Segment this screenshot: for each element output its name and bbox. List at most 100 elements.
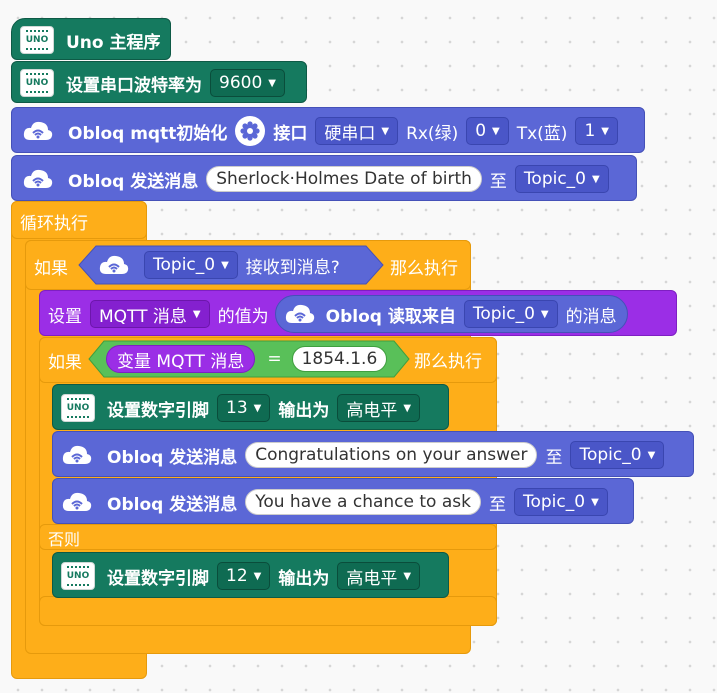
- pin-value: 12: [226, 566, 248, 586]
- settings-gear-button[interactable]: [235, 116, 266, 146]
- chevron-down-icon: ▼: [601, 125, 609, 137]
- uno-board-icon: UNO: [61, 562, 95, 590]
- equals-operator: =: [267, 349, 282, 369]
- chevron-down-icon: ▼: [492, 125, 500, 137]
- chevron-down-icon: ▼: [403, 570, 412, 582]
- digital-pin-label: 设置数字引脚: [107, 568, 209, 589]
- serial-baud-label: 设置串口波特率为: [66, 75, 202, 96]
- cloud-wifi-icon: [20, 164, 56, 194]
- chevron-down-icon: ▼: [268, 77, 276, 89]
- variable-dropdown[interactable]: MQTT 消息 ▼: [90, 300, 210, 328]
- topic-value: Topic_0: [522, 492, 586, 512]
- receive-topic-dropdown[interactable]: Topic_0 ▼: [144, 251, 238, 279]
- gear-icon: [240, 121, 260, 141]
- uno-main-block[interactable]: UNO Uno 主程序: [11, 18, 171, 60]
- obloq-read-reporter[interactable]: Obloq 读取来自 Topic_0 ▼ 的消息: [274, 295, 628, 333]
- digital-pin-label: 设置数字引脚: [107, 400, 209, 421]
- loop-header: [11, 201, 147, 239]
- if-label-inner: 如果: [48, 352, 82, 373]
- digital-pin-block-12[interactable]: UNO 设置数字引脚 12 ▼ 输出为 高电平 ▼: [52, 552, 449, 598]
- cloud-wifi-icon: [96, 250, 132, 280]
- obloq-init-block[interactable]: Obloq mqtt初始化 接口 硬串口▼ Rx(绿) 0▼ Tx(蓝) 1▼: [11, 107, 645, 153]
- obloq-read-label: Obloq 读取来自: [325, 306, 456, 327]
- level-value: 高电平: [346, 568, 398, 589]
- else-label: 否则: [48, 530, 81, 549]
- baud-rate-value: 9600: [219, 73, 263, 93]
- cloud-wifi-icon: [20, 116, 56, 146]
- topic-dropdown-3[interactable]: Topic_0 ▼: [513, 488, 608, 516]
- topic-dropdown-2[interactable]: Topic_0 ▼: [570, 441, 665, 469]
- if-label-outer: 如果: [34, 258, 68, 279]
- obloq-send-block-3[interactable]: Obloq 发送消息 You have a chance to ask 至 To…: [52, 478, 634, 524]
- chevron-down-icon: ▼: [221, 259, 229, 271]
- then-label-outer: 那么执行: [390, 258, 458, 279]
- uno-main-label: Uno 主程序: [66, 32, 161, 53]
- pin-value: 13: [226, 398, 248, 418]
- port-label: 接口: [273, 123, 308, 144]
- cloud-wifi-icon: [59, 487, 95, 517]
- chevron-down-icon: ▼: [591, 496, 599, 508]
- chevron-down-icon: ▼: [253, 570, 262, 582]
- obloq-send-label: Obloq 发送消息: [68, 171, 199, 192]
- chevron-down-icon: ▼: [540, 308, 549, 320]
- set-variable-block[interactable]: 设置 MQTT 消息 ▼ 的值为 Obloq 读取来自 Topic_0 ▼ 的消息: [39, 290, 677, 336]
- port-dropdown[interactable]: 硬串口 ▼: [315, 117, 399, 145]
- rx-dropdown[interactable]: 0▼: [466, 117, 509, 145]
- level-dropdown-12[interactable]: 高电平 ▼: [337, 562, 421, 590]
- level-value: 高电平: [346, 400, 398, 421]
- obloq-send-block-2[interactable]: Obloq 发送消息 Congratulations on your answe…: [52, 431, 694, 477]
- chevron-down-icon: ▼: [647, 449, 656, 461]
- obloq-send-block-1[interactable]: Obloq 发送消息 Sherlock·Holmes Date of birth…: [11, 155, 637, 201]
- rx-label: Rx(绿): [406, 123, 459, 144]
- topic-value: Topic_0: [153, 255, 216, 275]
- chevron-down-icon: ▼: [592, 173, 600, 185]
- obloq-send-label: Obloq 发送消息: [107, 494, 238, 515]
- uno-board-icon: UNO: [20, 69, 54, 97]
- port-value: 硬串口: [324, 123, 376, 144]
- output-label: 输出为: [278, 400, 330, 421]
- rx-value: 0: [475, 121, 487, 141]
- message-label: 的消息: [565, 306, 617, 327]
- pin-dropdown-12[interactable]: 12 ▼: [217, 562, 271, 590]
- chevron-down-icon: ▼: [381, 125, 390, 137]
- chevron-down-icon: ▼: [403, 402, 412, 414]
- uno-board-icon: UNO: [61, 394, 95, 422]
- level-dropdown-13[interactable]: 高电平 ▼: [337, 394, 421, 422]
- topic-value: Topic_0: [523, 169, 586, 189]
- cloud-wifi-icon: [282, 299, 318, 329]
- digital-pin-block-13[interactable]: UNO 设置数字引脚 13 ▼ 输出为 高电平 ▼: [52, 384, 449, 430]
- serial-baud-block[interactable]: UNO 设置串口波特率为 9600 ▼: [11, 61, 307, 103]
- topic-dropdown-1[interactable]: Topic_0 ▼: [514, 165, 609, 193]
- else-bar: [39, 524, 497, 550]
- if-else-bottom: [39, 596, 497, 626]
- baud-rate-dropdown[interactable]: 9600 ▼: [210, 69, 285, 97]
- to-label: 至: [489, 171, 507, 192]
- variable-value: MQTT 消息: [99, 306, 187, 327]
- obloq-send-label: Obloq 发送消息: [107, 447, 238, 468]
- message-input-2[interactable]: Congratulations on your answer: [245, 442, 538, 468]
- tx-label: Tx(蓝): [516, 123, 568, 144]
- chevron-down-icon: ▼: [192, 308, 201, 320]
- read-topic-dropdown[interactable]: Topic_0 ▼: [463, 300, 558, 328]
- received-message-label: 接收到消息?: [245, 257, 340, 278]
- topic-value: Topic_0: [472, 304, 535, 324]
- to-label: 至: [545, 447, 563, 468]
- obloq-init-label: Obloq mqtt初始化: [68, 123, 228, 144]
- message-input-1[interactable]: Sherlock·Holmes Date of birth: [206, 166, 482, 192]
- chevron-down-icon: ▼: [253, 402, 262, 414]
- to-label: 至: [488, 494, 506, 515]
- message-input-3[interactable]: You have a chance to ask: [245, 489, 481, 515]
- set-label: 设置: [48, 306, 82, 327]
- variable-reporter[interactable]: 变量 MQTT 消息: [106, 345, 256, 373]
- topic-value: Topic_0: [579, 445, 642, 465]
- tx-dropdown[interactable]: 1▼: [575, 117, 618, 145]
- then-label-inner: 那么执行: [414, 351, 482, 372]
- cloud-wifi-icon: [59, 440, 95, 470]
- compare-value-input[interactable]: 1854.1.6: [291, 346, 388, 372]
- tx-value: 1: [584, 121, 596, 141]
- output-label: 输出为: [278, 568, 330, 589]
- pin-dropdown-13[interactable]: 13 ▼: [217, 394, 271, 422]
- value-of-label: 的值为: [217, 306, 269, 327]
- loop-label: 循环执行: [20, 213, 88, 234]
- uno-board-icon: UNO: [20, 26, 54, 54]
